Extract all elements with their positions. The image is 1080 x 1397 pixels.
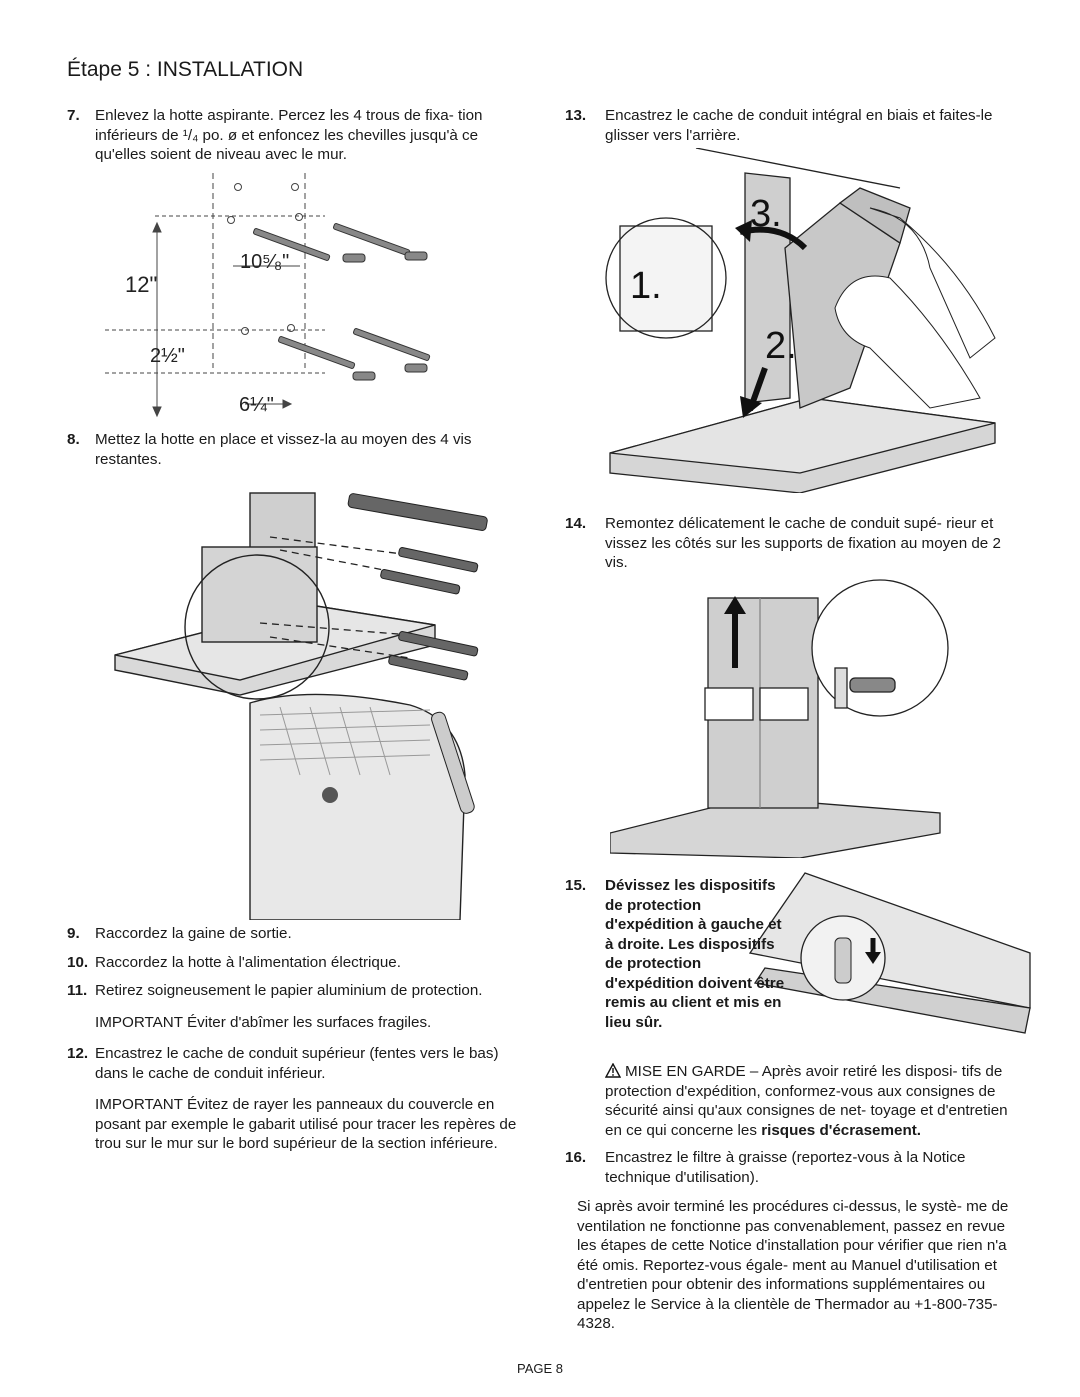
page-number: PAGE 8: [516, 1361, 563, 1376]
step-number: 8.: [67, 431, 80, 448]
step-7: 7. Enlevez la hotte aspirante. Percez le…: [67, 106, 517, 165]
step-8: 8. Mettez la hotte en place et vissez-la…: [67, 430, 517, 469]
step-16: 16. Encastrez le filtre à graisse (repor…: [565, 1148, 1015, 1187]
step-13: 13. Encastrez le cache de conduit intégr…: [565, 106, 1015, 145]
right-column-step15: 15. Dévissez les dispositifs de protecti…: [565, 876, 785, 1032]
left-column: 7. Enlevez la hotte aspirante. Percez le…: [67, 106, 517, 165]
step-number: 7.: [67, 107, 80, 124]
step-number: 11.: [67, 982, 88, 999]
step-number: 12.: [67, 1045, 89, 1062]
step-number: 10.: [67, 953, 89, 971]
step-label-2: 2.: [765, 325, 797, 367]
step-text: Enlevez la hotte aspirante. Percez les 4…: [95, 107, 483, 163]
step-14: 14. Remontez délicatement le cache de co…: [565, 514, 1015, 573]
right-column-step14: 14. Remontez délicatement le cache de co…: [565, 514, 1015, 573]
step-9: 9. Raccordez la gaine de sortie.: [67, 924, 517, 944]
step-12: 12. Encastrez le cache de conduit supéri…: [67, 1044, 517, 1083]
right-column-step13: 13. Encastrez le cache de conduit intégr…: [565, 106, 1015, 145]
duct-cover-screw-illustration: [610, 579, 949, 858]
dim-bottom-width: 6¼": [239, 394, 274, 416]
step-text: Retirez soigneusement le papier aluminiu…: [95, 982, 483, 999]
step-text: Raccordez la gaine de sortie.: [95, 925, 292, 942]
closing-paragraph: Si après avoir terminé les procédures ci…: [577, 1198, 1009, 1332]
step-text: Encastrez le filtre à graisse (reportez-…: [605, 1149, 966, 1186]
drilling-diagram: 12" 10⁵⁄₈" 2½" 6¼": [105, 173, 431, 418]
step-label-1: 1.: [630, 265, 662, 307]
step-text: Mettez la hotte en place et vissez-la au…: [95, 431, 472, 468]
page-title: Étape 5 : INSTALLATION: [67, 58, 304, 81]
important-note-1: IMPORTANT Éviter d'abîmer les surfaces f…: [95, 1013, 432, 1031]
warning-text: MISE EN GARDE – Après avoir retiré les d…: [605, 1063, 1008, 1139]
step-text: Dévissez les dispositifs de protection d…: [605, 877, 785, 1031]
duct-cover-insertion-illustration: 1. 2. 3.: [605, 148, 996, 493]
shipping-protection-illustration: [748, 872, 1031, 1034]
step-number: 16.: [565, 1149, 587, 1166]
step-number: 15.: [565, 877, 587, 894]
step-text: Remontez délicatement le cache de condui…: [605, 515, 1001, 571]
step-15: 15. Dévissez les dispositifs de protecti…: [565, 876, 785, 1032]
step-text: Encastrez le cache de conduit supérieur …: [95, 1045, 499, 1082]
step-11: 11. Retirez soigneusement le papier alum…: [67, 981, 517, 1001]
warning-triangle-icon: [605, 1063, 621, 1078]
step-text: Encastrez le cache de conduit intégral e…: [605, 107, 993, 144]
important-note-2: IMPORTANT Évitez de rayer les panneaux d…: [95, 1096, 517, 1152]
dim-top-width: 10⁵⁄₈": [240, 251, 289, 273]
dim-height: 12": [125, 272, 157, 297]
right-column-lower: MISE EN GARDE – Après avoir retiré les d…: [565, 1062, 1015, 1334]
left-column-lower: 9. Raccordez la gaine de sortie. 10. Rac…: [67, 924, 517, 1154]
step-number: 14.: [565, 515, 587, 532]
step-number: 13.: [565, 107, 587, 124]
step-number: 9.: [67, 925, 80, 942]
warning-note: MISE EN GARDE – Après avoir retiré les d…: [565, 1062, 1015, 1140]
dim-small: 2½": [150, 345, 185, 367]
hood-mounting-illustration: [114, 492, 488, 920]
warning-bold-text: risques d'écrasement.: [761, 1121, 921, 1139]
step-10: 10. Raccordez la hotte à l'alimentation …: [67, 953, 517, 973]
step-text: Raccordez la hotte à l'alimentation élec…: [95, 953, 401, 971]
left-column-step8: 8. Mettez la hotte en place et vissez-la…: [67, 430, 517, 469]
